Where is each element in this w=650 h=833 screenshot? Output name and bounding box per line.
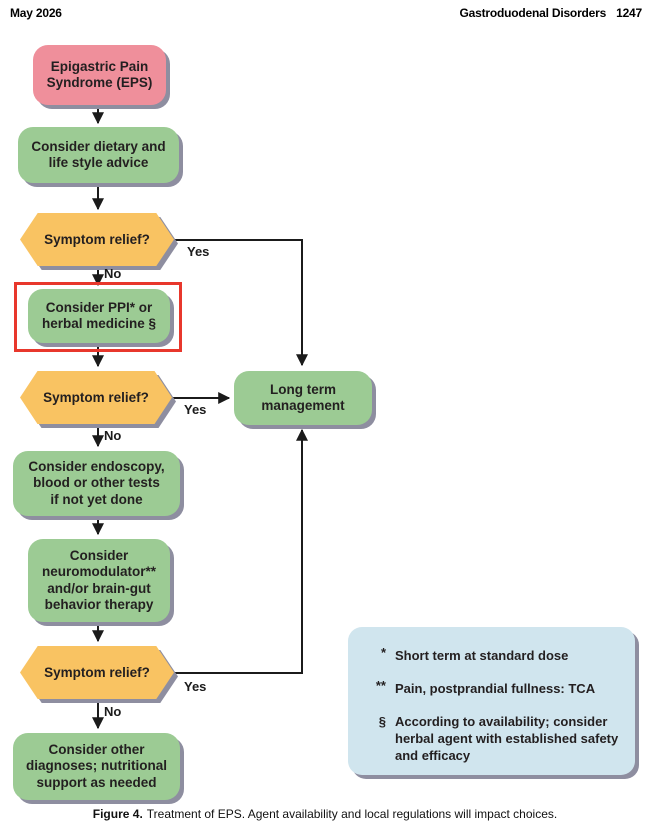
figure-caption: Figure 4.Treatment of EPS. Agent availab… bbox=[0, 807, 650, 821]
decision-symptom-relief-1-label: Symptom relief? bbox=[20, 213, 174, 266]
header-journal: Gastroduodenal Disorders bbox=[459, 6, 607, 20]
decision-symptom-relief-3-label: Symptom relief? bbox=[20, 646, 174, 699]
footnote-text: Pain, postprandial fullness: TCA bbox=[395, 680, 596, 696]
footnote-text: Short term at standard dose bbox=[395, 648, 569, 663]
edge-label-yes-3: Yes bbox=[184, 679, 207, 694]
edge-label-no-1: No bbox=[104, 266, 122, 281]
edge-relief3-yes-to-ltm bbox=[174, 428, 308, 674]
footnote-marker: ** bbox=[375, 677, 386, 693]
node-neuromodulator-therapy: Consider neuromodulator** and/or brain-g… bbox=[28, 539, 170, 622]
footnote-marker: § bbox=[378, 713, 386, 729]
figure-caption-label: Figure 4. bbox=[92, 807, 143, 821]
decision-symptom-relief-2: Symptom relief? bbox=[20, 371, 176, 428]
highlight-box-ppi bbox=[14, 282, 182, 352]
footnote-box: * Short term at standard dose ** Pain, p… bbox=[348, 627, 635, 775]
node-endoscopy-tests: Consider endoscopy, blood or other tests… bbox=[13, 451, 180, 516]
decision-symptom-relief-2-label: Symptom relief? bbox=[20, 371, 172, 424]
footnote-marker: * bbox=[380, 645, 386, 660]
node-eps: Epigastric Pain Syndrome (EPS) bbox=[33, 45, 166, 105]
footnote-text: According to availability; consider herb… bbox=[395, 713, 619, 763]
footnote-item: * Short term at standard dose bbox=[362, 645, 623, 665]
node-long-term-management: Long term management bbox=[234, 371, 372, 425]
decision-symptom-relief-1: Symptom relief? bbox=[20, 213, 178, 270]
header-page-number: 1247 bbox=[616, 6, 642, 20]
edge-label-yes-2: Yes bbox=[184, 402, 207, 417]
edge-label-no-2: No bbox=[104, 428, 122, 443]
edge-label-yes-1: Yes bbox=[187, 244, 210, 259]
edge-label-no-3: No bbox=[104, 704, 122, 719]
figure-caption-text: Treatment of EPS. Agent availability and… bbox=[146, 807, 558, 821]
header-running-title: Gastroduodenal Disorders 1247 bbox=[459, 6, 643, 20]
decision-symptom-relief-3: Symptom relief? bbox=[20, 646, 178, 703]
node-other-diagnoses: Consider other diagnoses; nutritional su… bbox=[13, 733, 180, 800]
node-ppi-herbal: Consider PPI* or herbal medicine § bbox=[28, 289, 170, 343]
header-date: May 2026 bbox=[10, 6, 62, 20]
footnote-item: § According to availability; consider he… bbox=[362, 714, 623, 765]
node-dietary-advice: Consider dietary and life style advice bbox=[18, 127, 179, 183]
footnote-item: ** Pain, postprandial fullness: TCA bbox=[362, 677, 623, 698]
